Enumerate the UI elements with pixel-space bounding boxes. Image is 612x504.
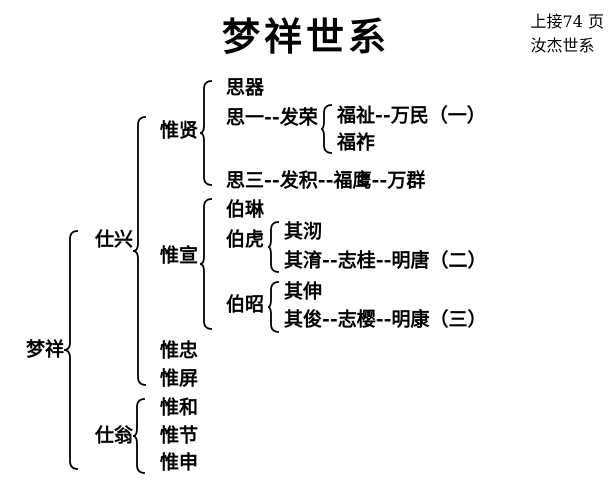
- node-qijun-line: 其俊--志樱--明康（三）: [284, 308, 487, 331]
- brace-mengxiang: [63, 230, 79, 470]
- node-fuzuo: 福祚: [337, 131, 376, 154]
- node-weijie: 惟节: [160, 424, 199, 447]
- node-qiqi: 其沏: [284, 220, 323, 243]
- brace-shiweng: [132, 398, 146, 474]
- node-siyi-farong: 思一--发荣: [226, 106, 318, 129]
- continuation-note-line2: 汝杰世系: [530, 36, 595, 55]
- node-sisan-line: 思三--发积--福鹰--万群: [226, 169, 426, 192]
- brace-weixuan: [199, 198, 213, 330]
- node-weixian: 惟贤: [160, 119, 199, 142]
- brace-bozhao: [267, 281, 280, 333]
- node-weiping: 惟屏: [160, 367, 199, 390]
- node-siqi: 思器: [226, 76, 265, 99]
- brace-shixing: [132, 116, 147, 386]
- node-weishen: 惟申: [160, 451, 199, 474]
- node-shiweng: 仕翁: [95, 424, 134, 447]
- brace-bohu: [267, 221, 280, 273]
- node-shixing: 仕兴: [95, 228, 134, 251]
- brace-farong: [320, 104, 333, 154]
- page-title: 梦祥世系: [221, 14, 390, 59]
- node-weihe: 惟和: [160, 396, 199, 419]
- node-bohu: 伯虎: [226, 228, 265, 251]
- continuation-note-line1: 上接74 页: [530, 12, 604, 31]
- node-bozhao: 伯昭: [226, 293, 265, 316]
- node-mengxiang: 梦祥: [26, 338, 65, 361]
- continuation-note: 上接74 页 汝杰世系: [531, 10, 604, 58]
- node-weixuan: 惟宣: [160, 244, 199, 267]
- node-bolin: 伯琳: [226, 198, 265, 221]
- node-qiyu-line: 其淯--志桂--明唐（二）: [284, 249, 487, 272]
- node-qishen: 其伸: [284, 280, 323, 303]
- node-weizhong: 惟忠: [160, 339, 199, 362]
- node-fuzhi-wanmin: 福祉--万民（一）: [337, 104, 486, 127]
- brace-weixian: [199, 80, 213, 186]
